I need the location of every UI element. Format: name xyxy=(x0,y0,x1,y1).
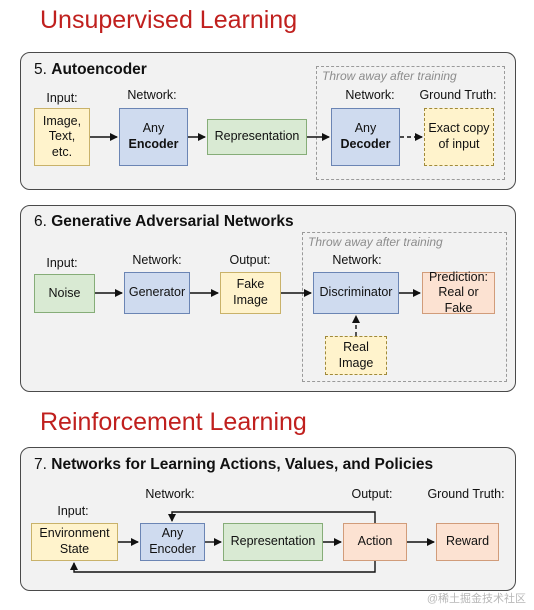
gan-network-label-1: Network: xyxy=(132,253,182,267)
prediction-line-1: Prediction: xyxy=(428,269,489,284)
autoencoder-discard-region xyxy=(316,66,505,180)
autoencoder-input-label: Input: xyxy=(46,91,78,105)
rl-input-label: Input: xyxy=(57,504,89,518)
gan-title: 6. Generative Adversarial Networks xyxy=(34,213,294,231)
autoencoder-network-label-2: Network: xyxy=(345,88,395,102)
autoencoder-number: 5. xyxy=(34,61,47,78)
rl-encoder-name: Encoder xyxy=(149,542,196,556)
rl-panel xyxy=(20,447,516,591)
decoder-any: Any xyxy=(354,121,377,136)
input-line-2: Text, xyxy=(48,129,76,144)
rl-title: 7. Networks for Learning Actions, Values… xyxy=(34,456,433,474)
decoder-name: Decoder xyxy=(340,137,391,151)
rl-encoder-box: Any Encoder xyxy=(140,523,205,561)
autoencoder-network-label-1: Network: xyxy=(127,88,177,102)
rl-reward-box: Reward xyxy=(436,523,499,561)
arrow-action-to-environment xyxy=(70,561,376,573)
gan-fake-image-box: Fake Image xyxy=(220,272,281,314)
prediction-line-2: Real or Fake xyxy=(438,285,479,315)
rl-environment-box: Environment State xyxy=(31,523,118,561)
exact-copy-line-1: Exact copy xyxy=(428,121,490,136)
encoder-name: Encoder xyxy=(128,137,179,151)
rl-ground-truth-label: Ground Truth: xyxy=(427,487,505,501)
autoencoder-decoder-box: Any Decoder xyxy=(331,108,400,166)
autoencoder-name: Autoencoder xyxy=(51,61,147,78)
fake-image-line-1: Fake xyxy=(236,277,265,292)
autoencoder-discard-label: Throw away after training xyxy=(322,69,457,83)
fake-image-line-2: Image xyxy=(233,293,268,307)
autoencoder-representation-box: Representation xyxy=(207,119,307,155)
autoencoder-exact-copy-box: Exact copy of input xyxy=(424,108,494,166)
rl-action-box: Action xyxy=(343,523,407,561)
gan-input-label: Input: xyxy=(46,256,78,270)
encoder-any: Any xyxy=(142,121,165,136)
exact-copy-line-2: of input xyxy=(438,137,480,151)
gan-discriminator-box: Discriminator xyxy=(313,272,399,314)
input-line-1: Image, xyxy=(42,113,82,128)
autoencoder-title: 5. Autoencoder xyxy=(34,61,147,79)
gan-generator-box: Generator xyxy=(124,272,190,314)
rl-name: Networks for Learning Actions, Values, a… xyxy=(51,456,434,473)
autoencoder-encoder-box: Any Encoder xyxy=(119,108,188,166)
gan-number: 6. xyxy=(34,213,47,230)
gan-network-label-2: Network: xyxy=(332,253,382,267)
rl-number: 7. xyxy=(34,456,47,473)
rl-output-label: Output: xyxy=(351,487,393,501)
rl-network-label: Network: xyxy=(145,487,195,501)
reinforcement-learning-heading: Reinforcement Learning xyxy=(40,408,307,436)
real-image-line-1: Real xyxy=(343,339,369,354)
unsupervised-learning-heading: Unsupervised Learning xyxy=(40,6,298,34)
gan-discard-label: Throw away after training xyxy=(308,235,443,249)
arrow-action-feedback-to-encoder xyxy=(168,511,376,523)
gan-output-label: Output: xyxy=(229,253,271,267)
gan-noise-box: Noise xyxy=(34,274,95,313)
gan-prediction-box: Prediction: Real or Fake xyxy=(422,269,495,315)
gan-name: Generative Adversarial Networks xyxy=(51,213,294,230)
input-line-3: etc. xyxy=(51,144,73,159)
gan-real-image-box: Real Image xyxy=(325,336,387,375)
environment-line-2: State xyxy=(59,542,90,556)
gan-discard-region xyxy=(302,232,507,382)
real-image-line-2: Image xyxy=(338,355,374,370)
rl-encoder-any: Any xyxy=(161,526,184,541)
rl-representation-box: Representation xyxy=(223,523,323,561)
watermark: @稀土掘金技术社区 xyxy=(426,593,526,605)
environment-line-1: Environment xyxy=(39,526,110,541)
autoencoder-ground-truth-label: Ground Truth: xyxy=(419,88,497,102)
autoencoder-input-box: Image, Text, etc. xyxy=(34,108,90,166)
